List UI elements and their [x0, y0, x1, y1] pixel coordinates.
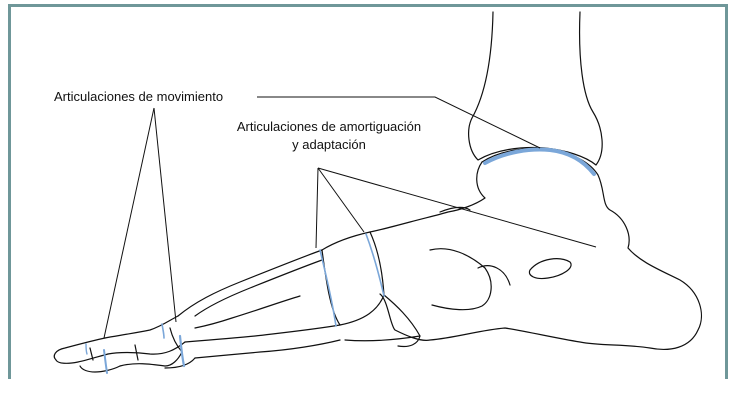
- leader-movement-right: [154, 108, 176, 322]
- metatarsal-middle: [195, 260, 322, 316]
- calcaneus-sinus: [529, 259, 571, 279]
- metatarsal-lateral: [195, 296, 300, 328]
- dip-joint-highlight: [104, 350, 107, 373]
- pip-joint-highlight: [162, 324, 164, 338]
- metatarsal-base: [345, 295, 420, 341]
- cuneiform-bone: [322, 232, 384, 325]
- proximal-phalanx-upper: [105, 316, 178, 338]
- label-movement-joints: Articulaciones de movimiento: [54, 88, 223, 106]
- toe-sole: [165, 358, 195, 368]
- talus-bone: [380, 149, 701, 350]
- label-cushion-joints-line1: Articulaciones de amortiguación: [214, 118, 444, 136]
- leader-cushion-a: [316, 168, 318, 248]
- label-cushion-joints-line2: y adaptación: [214, 136, 444, 154]
- tibia-bone: [469, 12, 603, 165]
- metatarsal-plantar: [195, 340, 340, 358]
- cuboid-bone: [430, 249, 491, 310]
- cuneiform-curve: [478, 266, 510, 285]
- tip-joint-highlight: [86, 344, 87, 354]
- metatarsal-upper: [178, 250, 322, 316]
- leader-movement-left: [104, 108, 154, 338]
- lisfranc-joint-highlight: [320, 250, 336, 326]
- leader-cushion-b: [318, 168, 364, 232]
- distal-phalanx-lower: [56, 354, 108, 363]
- navicular-bone: [370, 162, 485, 232]
- label-cushion-joints: Articulaciones de amortiguación y adapta…: [214, 118, 444, 154]
- mtp-joint-highlight: [180, 336, 184, 366]
- distal-phalanx-tip: [80, 366, 120, 372]
- metatarsal-lower: [185, 325, 340, 342]
- proximal-phalanx-lower: [108, 342, 185, 354]
